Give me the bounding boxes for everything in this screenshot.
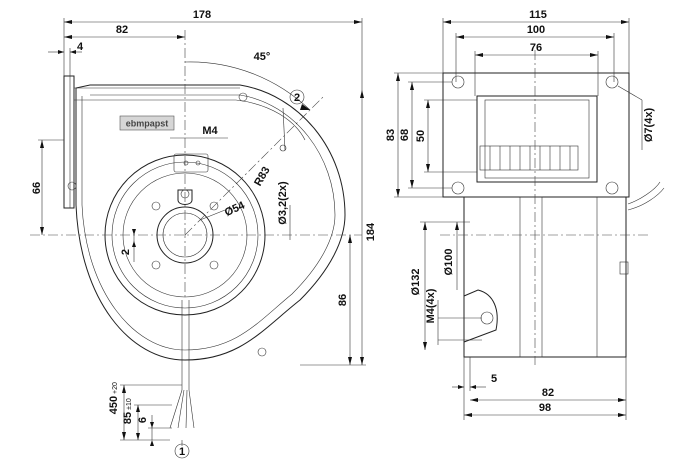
dim-85-tol: ±10 [126, 398, 133, 410]
dim-184: 184 [365, 222, 377, 241]
logo-text: ebmpapst [126, 119, 169, 129]
dim-85: 85 [122, 412, 134, 424]
dim-82: 82 [116, 24, 128, 36]
dim-68: 68 [399, 129, 411, 141]
dim-178: 178 [193, 9, 211, 21]
dim-d100: Ø100 [443, 249, 455, 276]
dim-m4: M4 [202, 125, 218, 137]
housing-body [463, 196, 627, 358]
dim-4: 4 [77, 41, 84, 53]
balloon-1: 1 [179, 446, 185, 458]
dim-76: 76 [530, 42, 542, 54]
dim-450-tol: +20 [112, 382, 119, 394]
dim-r83: R83 [252, 165, 272, 188]
side-view: ebmpapst [30, 30, 362, 429]
front-view [440, 50, 665, 365]
housing-scroll [75, 84, 346, 361]
dim-82-front: 82 [542, 387, 554, 399]
dim-2: 2 [120, 249, 132, 255]
dim-holes: Ø3,2(2x) [277, 181, 289, 225]
flange [63, 75, 75, 209]
dim-6: 6 [137, 417, 149, 423]
coil-ribs [489, 146, 571, 170]
dim-83: 83 [385, 129, 397, 141]
balloon-2: 2 [294, 92, 300, 104]
dim-m4x4: M4(4x) [425, 288, 437, 323]
dim-450: 450 [108, 396, 120, 414]
dim-66: 66 [31, 182, 43, 194]
dim-115: 115 [529, 9, 547, 21]
side-view-dimensions: 178 82 4 45° 2 R83 M4 Ø54 Ø3,2(2x) [31, 9, 377, 459]
dim-d7: Ø7(4x) [643, 108, 655, 143]
front-view-dimensions: 115 100 76 83 68 50 [385, 9, 655, 420]
dim-50: 50 [415, 130, 427, 142]
dim-86: 86 [337, 294, 349, 306]
dim-5: 5 [491, 373, 497, 385]
dim-d132: Ø132 [410, 269, 422, 296]
outlet-flange [442, 72, 630, 198]
dim-98: 98 [539, 402, 551, 414]
logo-plate [119, 115, 175, 131]
dim-100: 100 [527, 24, 545, 36]
dim-45-deg: 45° [254, 51, 271, 63]
